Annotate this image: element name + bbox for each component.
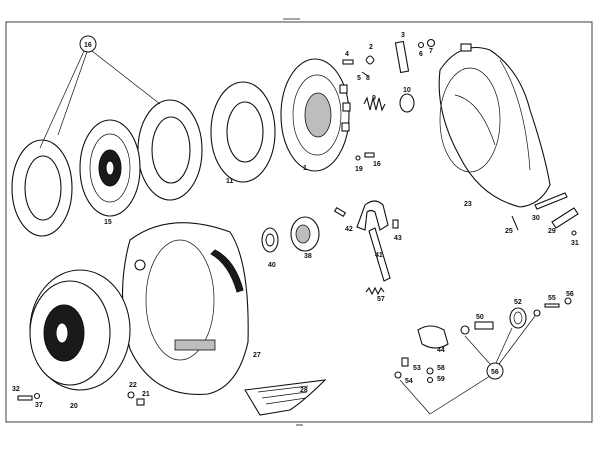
callout-54: 53 bbox=[413, 365, 421, 372]
bell-housing-25 bbox=[438, 43, 551, 208]
pressure-plate-1 bbox=[280, 58, 351, 172]
callout-7: 7 bbox=[429, 48, 433, 55]
friction-ring-left bbox=[11, 139, 73, 237]
callout-5: 5 bbox=[357, 75, 361, 82]
callout-labels: 16 56 1 2 3 4 5 6 7 8 9 10 11 15 16 19 2… bbox=[12, 32, 579, 410]
callout-10: 10 bbox=[403, 87, 411, 94]
callout-59: 57 bbox=[377, 296, 385, 303]
pressure-ring-11 bbox=[210, 81, 276, 183]
callout-11: 11 bbox=[226, 178, 234, 185]
callout-22: 21 bbox=[142, 391, 150, 398]
callout-61: 59 bbox=[437, 376, 445, 383]
friction-ring-right bbox=[137, 99, 203, 201]
callout-1: 1 bbox=[303, 165, 307, 172]
release-bearing-40 bbox=[261, 216, 320, 253]
callout-4: 4 bbox=[345, 51, 349, 58]
callout-3: 3 bbox=[401, 32, 405, 39]
callout-23: 22 bbox=[129, 382, 137, 389]
callout-37: 32 bbox=[12, 386, 20, 393]
callout-57: 55 bbox=[548, 295, 556, 302]
callout-43: 42 bbox=[345, 226, 353, 233]
callout-21: 20 bbox=[70, 403, 78, 410]
slave-cylinder-group bbox=[394, 297, 572, 384]
group-16-marker bbox=[79, 35, 97, 53]
callout-29: 28 bbox=[300, 387, 308, 394]
small-parts-top bbox=[342, 38, 436, 161]
clutch-housing-28 bbox=[122, 222, 249, 396]
lever-parts-right bbox=[511, 192, 579, 236]
callout-55: 54 bbox=[405, 378, 413, 385]
page-border bbox=[5, 21, 593, 423]
callout-2: 2 bbox=[369, 44, 373, 51]
callout-32: 31 bbox=[571, 240, 579, 247]
callout-53: 52 bbox=[514, 299, 522, 306]
callout-16: 16 bbox=[84, 42, 92, 49]
callout-30: 29 bbox=[548, 228, 556, 235]
group-56-marker bbox=[486, 362, 504, 380]
callout-9: 9 bbox=[372, 95, 376, 102]
flywheel-21 bbox=[29, 269, 131, 391]
callout-38: 37 bbox=[35, 402, 43, 409]
callout-60: 58 bbox=[437, 365, 445, 372]
callout-19: 16 bbox=[373, 161, 381, 168]
callout-50: 44 bbox=[437, 347, 445, 354]
callout-20: 19 bbox=[355, 166, 363, 173]
release-fork-42 bbox=[333, 200, 399, 282]
callout-44: 43 bbox=[394, 235, 402, 242]
small-parts-bottom-left bbox=[17, 391, 145, 406]
spring-59 bbox=[365, 286, 385, 296]
callout-25: 23 bbox=[464, 201, 472, 208]
callout-52: 50 bbox=[476, 314, 484, 321]
callout-40: 38 bbox=[304, 253, 312, 260]
callout-15: 15 bbox=[104, 219, 112, 226]
callout-8: 8 bbox=[366, 75, 370, 82]
callout-31: 30 bbox=[532, 215, 540, 222]
callout-58: 56 bbox=[566, 291, 574, 298]
callout-6: 6 bbox=[419, 51, 423, 58]
callout-42: 41 bbox=[375, 252, 383, 259]
callout-56: 56 bbox=[491, 369, 499, 376]
callout-27: 25 bbox=[505, 228, 513, 235]
cover-plate-29 bbox=[244, 379, 327, 416]
clutch-disc-15 bbox=[79, 119, 141, 217]
callout-41: 40 bbox=[268, 262, 276, 269]
callout-28: 27 bbox=[253, 352, 261, 359]
